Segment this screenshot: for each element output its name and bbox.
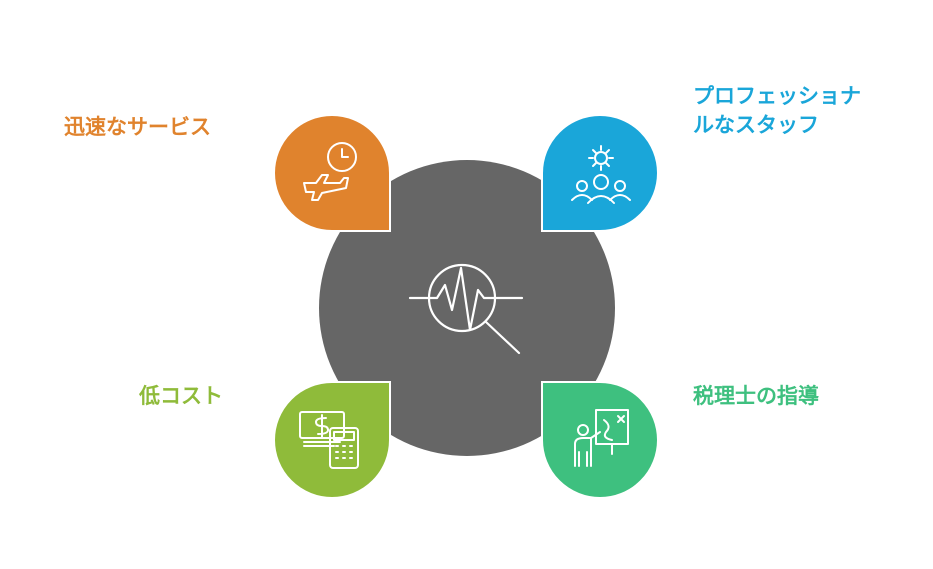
label-staff-line-1: プロフェッショナ	[693, 84, 861, 108]
label-staff-line-2: ルなスタッフ	[693, 113, 819, 137]
magnifier-pulse-icon	[408, 263, 524, 355]
plane-clock-icon	[303, 142, 357, 201]
presenter-board-icon	[574, 409, 629, 467]
label-cost: 低コスト	[139, 384, 223, 408]
petal-advisor[interactable]	[541, 381, 660, 500]
petal-speed[interactable]	[272, 113, 391, 232]
petal-staff[interactable]	[541, 113, 660, 232]
label-speed: 迅速なサービス	[64, 115, 211, 139]
team-gear-icon	[571, 145, 631, 204]
petal-cost[interactable]	[272, 381, 391, 500]
money-calculator-icon	[299, 411, 359, 469]
label-staff: プロフェッショナ ルなスタッフ	[693, 82, 861, 140]
label-advisor: 税理士の指導	[693, 384, 819, 408]
